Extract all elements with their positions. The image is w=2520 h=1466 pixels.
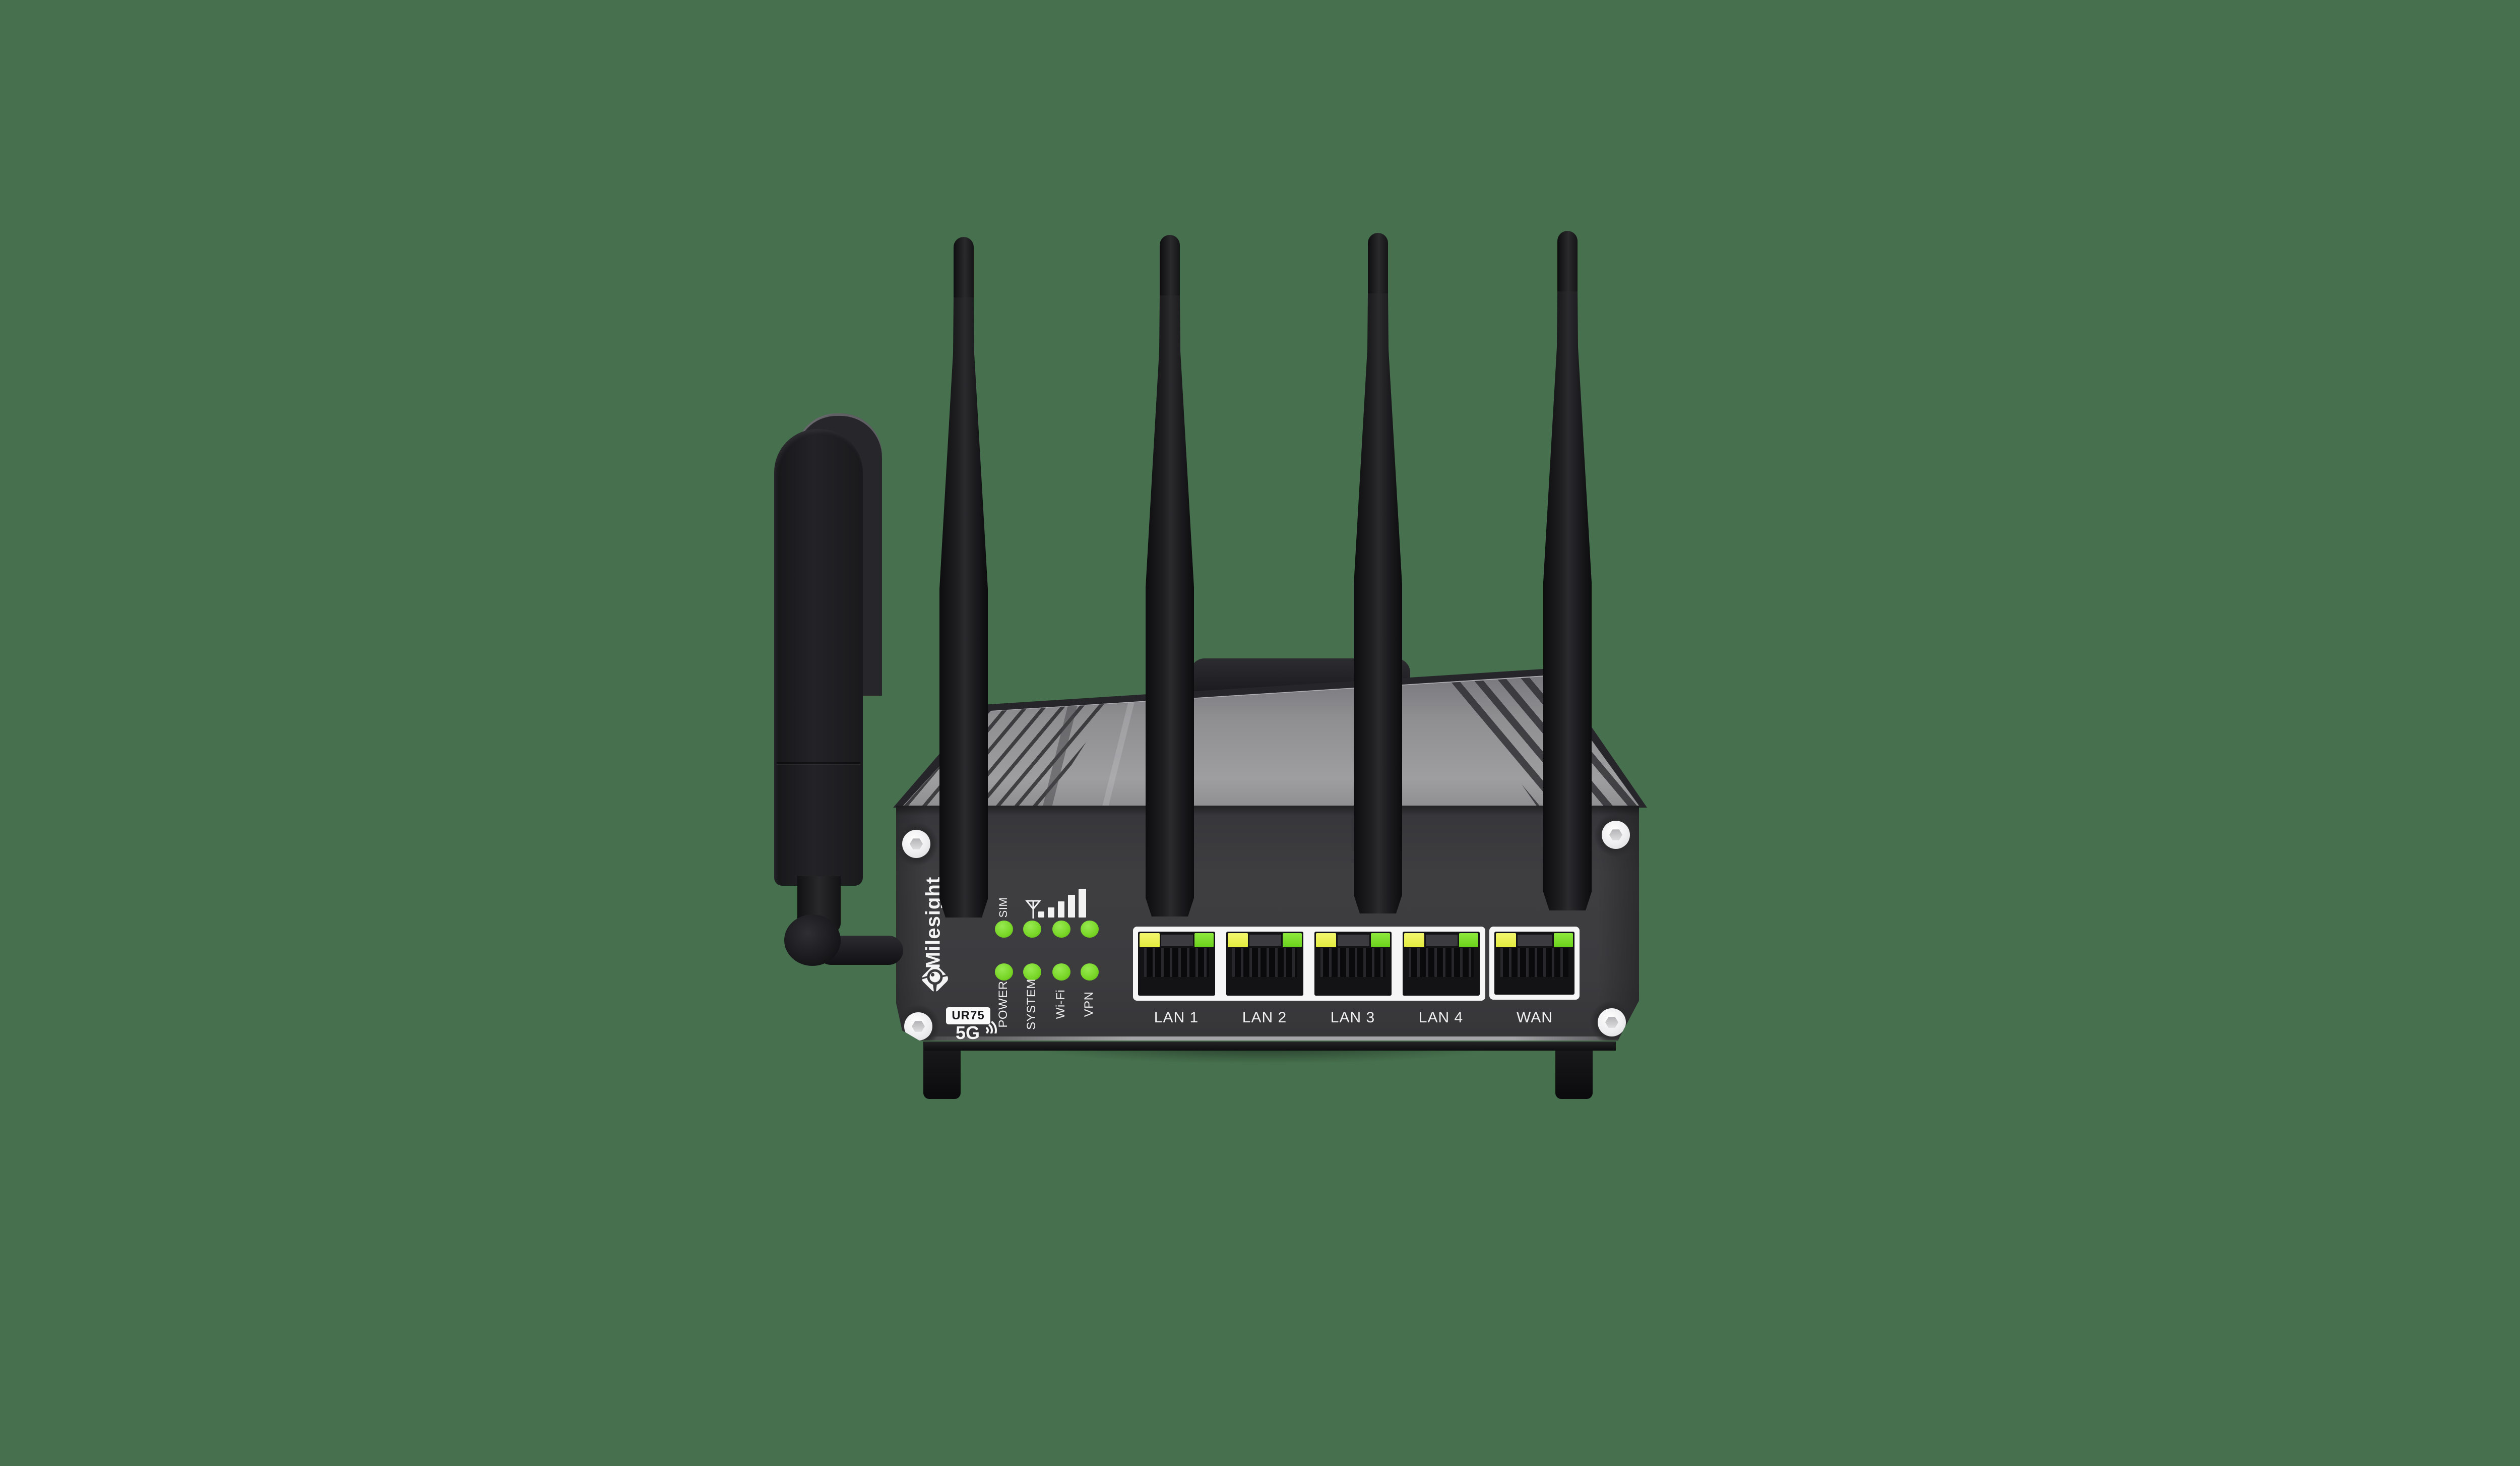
paddle-antenna-hinge bbox=[784, 914, 841, 966]
screw-top-left bbox=[896, 822, 938, 866]
port-label-lan4: LAN 4 bbox=[1418, 1009, 1464, 1026]
signal-bar-2 bbox=[1048, 907, 1054, 918]
port-shelf bbox=[1338, 935, 1369, 946]
front-panel-top-shadow bbox=[896, 806, 1639, 816]
port-shelf bbox=[1249, 935, 1281, 946]
port-led-green bbox=[1459, 933, 1478, 947]
port-pins bbox=[1320, 948, 1385, 977]
led-label-system: SYSTEM bbox=[1025, 979, 1038, 1030]
network-badge-text: 5G bbox=[956, 1022, 980, 1043]
port-label-wan: WAN bbox=[1517, 1009, 1553, 1026]
paddle-antenna-front bbox=[774, 429, 863, 886]
port-pins bbox=[1144, 948, 1209, 977]
port-led-yellow bbox=[1140, 933, 1160, 947]
port-led-green bbox=[1194, 933, 1214, 947]
led-system bbox=[1023, 963, 1041, 981]
port-led-green bbox=[1554, 933, 1573, 947]
antenna-rod bbox=[1543, 291, 1592, 910]
port-shelf bbox=[1518, 935, 1552, 946]
antenna-rod bbox=[1146, 295, 1194, 917]
port-led-yellow bbox=[1228, 933, 1248, 947]
signal-bar-1 bbox=[1038, 911, 1044, 918]
antenna-rod bbox=[1354, 293, 1402, 913]
hex-socket-icon bbox=[912, 1021, 925, 1032]
hex-socket-icon bbox=[1609, 829, 1622, 840]
signal-bar-3 bbox=[1058, 901, 1064, 918]
port-label-lan2: LAN 2 bbox=[1242, 1009, 1287, 1026]
port-led-green bbox=[1371, 933, 1390, 947]
led-power bbox=[995, 963, 1013, 981]
port-led-yellow bbox=[1496, 933, 1516, 947]
port-pins bbox=[1232, 948, 1297, 977]
port-label-lan1: LAN 1 bbox=[1154, 1009, 1199, 1026]
port-pins bbox=[1500, 948, 1568, 977]
led-signal-2 bbox=[1081, 921, 1099, 938]
hex-socket-icon bbox=[910, 838, 923, 849]
lan-port-group bbox=[1133, 927, 1485, 1001]
hex-socket-icon bbox=[1605, 1017, 1618, 1028]
model-badge: UR75 bbox=[946, 1007, 990, 1024]
network-badge: 5G bbox=[956, 1021, 997, 1043]
signal-bar-4 bbox=[1068, 895, 1075, 918]
ethernet-port-wan bbox=[1494, 932, 1574, 995]
screw-bottom-right bbox=[1590, 1001, 1633, 1041]
port-led-green bbox=[1283, 933, 1302, 947]
led-cellular bbox=[1023, 921, 1041, 938]
signal-bar-5 bbox=[1079, 889, 1086, 918]
ethernet-port-lan3 bbox=[1314, 932, 1392, 996]
port-pins bbox=[1409, 948, 1474, 977]
port-led-yellow bbox=[1404, 933, 1424, 947]
whip-antenna-4 bbox=[1542, 231, 1593, 910]
antenna-tip bbox=[1557, 231, 1578, 299]
whip-antenna-2 bbox=[1145, 235, 1195, 917]
whip-antenna-1 bbox=[938, 237, 989, 918]
port-led-yellow bbox=[1316, 933, 1336, 947]
led-vpn bbox=[1081, 963, 1099, 981]
led-sim bbox=[995, 921, 1013, 938]
whip-antenna-3 bbox=[1353, 233, 1403, 913]
antenna-tip bbox=[1160, 235, 1180, 303]
led-label-vpn: VPN bbox=[1082, 991, 1096, 1017]
mounting-tab-left bbox=[923, 1042, 961, 1099]
port-shelf bbox=[1426, 935, 1458, 946]
wan-port-group bbox=[1489, 927, 1580, 1000]
ethernet-port-lan1 bbox=[1138, 932, 1215, 996]
paddle-antenna-seam bbox=[777, 762, 860, 764]
screw-top-right bbox=[1594, 813, 1637, 857]
led-signal-1 bbox=[1052, 921, 1070, 938]
led-label-wifi: Wi-Fi bbox=[1054, 989, 1067, 1019]
cellular-antenna-icon bbox=[1025, 900, 1041, 919]
port-shelf bbox=[1161, 935, 1193, 946]
ethernet-port-lan2 bbox=[1226, 932, 1303, 996]
mounting-tab-right bbox=[1555, 1042, 1593, 1099]
signal-bars-icon bbox=[1038, 888, 1095, 918]
bottom-edge-highlight bbox=[922, 1036, 1618, 1041]
bottom-lip bbox=[924, 1042, 1616, 1051]
antenna-tip bbox=[1368, 233, 1388, 301]
front-panel-surface bbox=[896, 806, 1639, 1041]
port-label-lan3: LAN 3 bbox=[1330, 1009, 1375, 1026]
led-label-sim: SIM bbox=[997, 897, 1010, 918]
five-g-waves-icon bbox=[986, 1021, 997, 1033]
antenna-tip bbox=[954, 237, 974, 305]
led-wifi bbox=[1052, 963, 1070, 981]
ground-shadow bbox=[937, 1047, 1588, 1071]
milesight-logo-icon bbox=[921, 965, 949, 992]
ethernet-port-lan4 bbox=[1403, 932, 1480, 996]
led-label-power: POWER bbox=[996, 981, 1010, 1028]
antenna-rod bbox=[939, 297, 988, 918]
